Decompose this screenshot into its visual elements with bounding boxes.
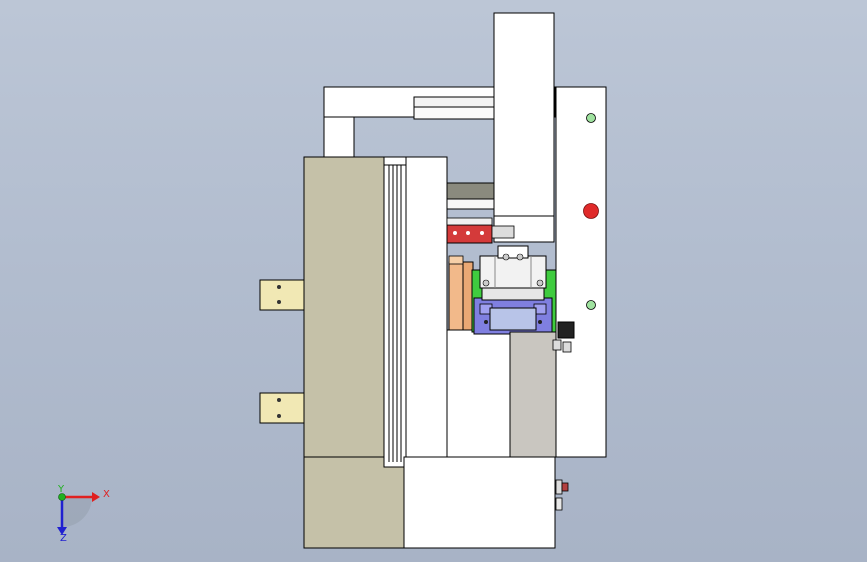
guide-rail[interactable]	[383, 156, 407, 468]
emergency-stop-button[interactable]	[583, 203, 599, 219]
cable-connector[interactable]	[552, 321, 575, 353]
left-housing-panel[interactable]	[303, 156, 405, 549]
support-column[interactable]	[509, 331, 557, 458]
bottom-fitting[interactable]	[555, 479, 569, 511]
main-body-plate[interactable]	[405, 156, 511, 458]
clamp-pin	[491, 225, 515, 239]
indicator-light-upper[interactable]	[586, 113, 596, 123]
left-bracket-lower[interactable]	[259, 392, 305, 424]
spindle-chuck[interactable]	[479, 245, 547, 331]
side-block-orange[interactable]	[448, 255, 474, 331]
y-axis-label: Y	[57, 484, 65, 495]
triad-shadow	[62, 497, 92, 527]
z-axis-label: Z	[60, 533, 67, 544]
x-axis-label: X	[103, 489, 110, 500]
indicator-light-lower[interactable]	[586, 300, 596, 310]
left-bracket-upper[interactable]	[259, 279, 305, 311]
bottom-base[interactable]	[403, 456, 556, 549]
coordinate-triad: X Y Z	[57, 484, 110, 544]
vertical-column[interactable]	[493, 12, 555, 217]
clamp-bar[interactable]	[446, 217, 493, 244]
y-axis-dot	[58, 493, 66, 501]
right-side-plate[interactable]	[555, 86, 607, 458]
